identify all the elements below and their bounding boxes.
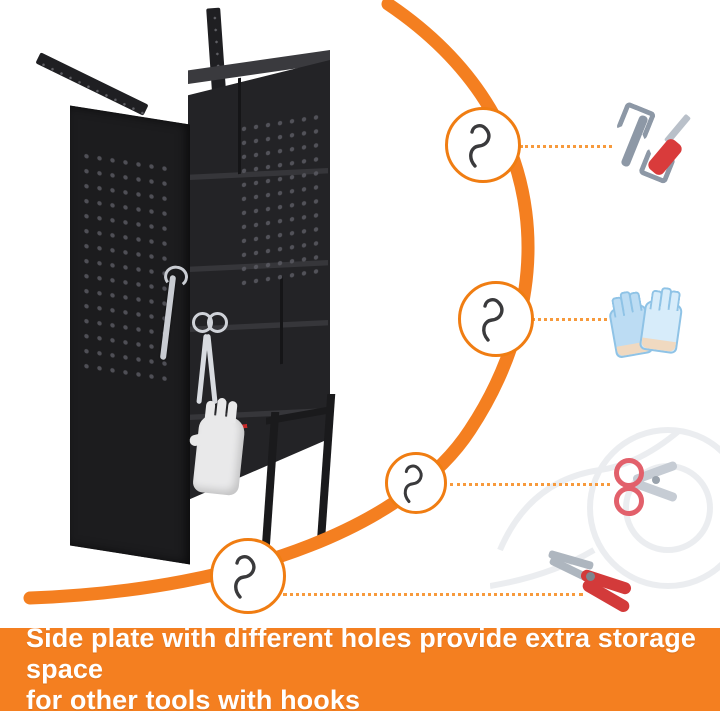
pliers-pivot [586,572,595,581]
side-plate-holes [80,147,172,383]
scissors-illustration [612,452,688,516]
scissors-pivot [652,476,660,484]
pliers-illustration [546,536,638,615]
gloves-illustration [607,286,686,360]
shelf-vertical-separator [280,275,283,365]
dotted-connector-4 [283,593,583,596]
dotted-connector-3 [450,483,610,486]
s-hook-icon [469,124,491,168]
scissors-ring [207,312,228,333]
s-hook-icon [234,555,256,599]
s-hook-icon [482,298,504,342]
rear-perforation-holes [238,109,324,293]
glove-finger [628,290,643,313]
dotted-connector-1 [520,145,612,148]
scissors-handle-ring [614,486,644,516]
callout-hook-4 [210,538,286,614]
glove-icon [638,286,684,355]
bracket-holes [35,52,149,116]
callout-hook-3 [385,452,447,514]
mounting-bracket-left [35,52,149,116]
caption-line-2: for other tools with hooks [26,685,361,711]
glove-cuff [640,337,677,353]
s-hook-icon [403,464,423,503]
dotted-connector-2 [525,318,613,321]
glove-finger [667,289,682,312]
callout-hook-1 [445,107,521,183]
product-photo [0,0,400,620]
caption-band: Side plate with different holes provide … [0,623,720,711]
glove-finger [215,397,227,421]
scissors-blade [205,333,218,405]
callout-hook-2 [458,281,534,357]
caption-line-1: Side plate with different holes provide … [26,622,696,684]
glove-finger [226,400,238,424]
wrench-screwdriver-illustration [612,101,698,185]
scissors-handle-ring [614,458,644,488]
hanging-glove [188,397,246,497]
hanging-scissors [192,310,228,405]
glove-finger [204,400,216,424]
caption-text: Side plate with different holes provide … [0,623,720,711]
